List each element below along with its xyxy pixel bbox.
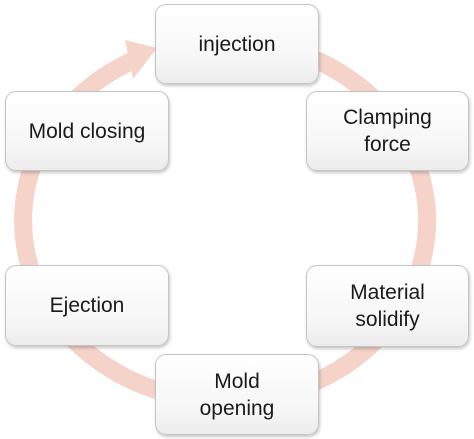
step-label: Material solidify: [350, 281, 425, 331]
step-box-mold-opening: Mold opening: [155, 354, 319, 435]
step-box-material-solidify: Material solidify: [306, 265, 469, 347]
step-box-mold-closing: Mold closing: [5, 91, 169, 171]
step-box-injection: injection: [155, 4, 319, 84]
step-label: Mold opening: [199, 369, 275, 420]
cycle-arrowhead-icon: [125, 40, 157, 79]
step-label: Clamping force: [343, 106, 432, 156]
step-label: Ejection: [49, 294, 125, 317]
step-box-ejection: Ejection: [5, 265, 169, 346]
step-label: injection: [198, 32, 276, 56]
step-label: Mold closing: [28, 119, 146, 143]
step-box-clamping-force: Clamping force: [306, 91, 469, 171]
